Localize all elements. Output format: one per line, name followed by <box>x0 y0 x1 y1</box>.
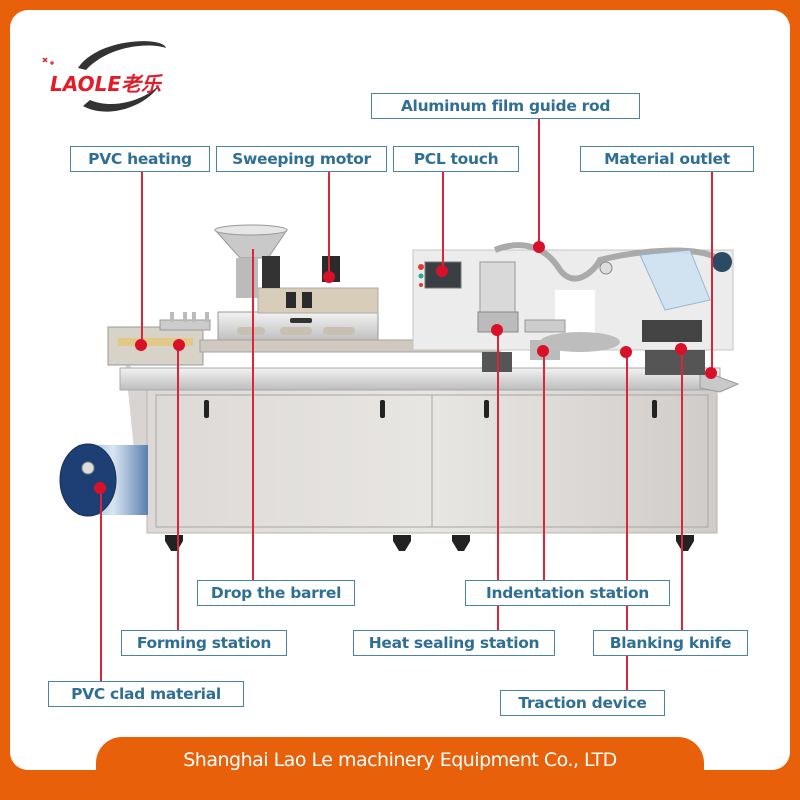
callout-pvc-heating: PVC heating <box>70 146 210 172</box>
company-logo: LAOLE老乐 <box>38 38 188 118</box>
callout-drop-the-barrel: Drop the barrel <box>197 580 355 606</box>
company-name: Shanghai Lao Le machinery Equipment Co.,… <box>183 749 617 771</box>
logo-swoosh-icon <box>42 41 166 112</box>
callout-indentation-station: Indentation station <box>465 580 670 606</box>
logo-text: LAOLE老乐 <box>50 72 162 96</box>
callout-pvc-clad-material: PVC clad material <box>48 681 244 707</box>
callout-aluminum-film-guide-rod: Aluminum film guide rod <box>371 93 640 119</box>
footer-banner: Shanghai Lao Le machinery Equipment Co.,… <box>96 737 704 800</box>
callout-material-outlet: Material outlet <box>580 146 754 172</box>
callout-sweeping-motor: Sweeping motor <box>216 146 387 172</box>
callout-heat-sealing-station: Heat sealing station <box>353 630 555 656</box>
callout-pcl-touch: PCL touch <box>393 146 519 172</box>
callout-blanking-knife: Blanking knife <box>593 630 748 656</box>
callout-forming-station: Forming station <box>121 630 287 656</box>
callout-traction-device: Traction device <box>500 690 665 716</box>
